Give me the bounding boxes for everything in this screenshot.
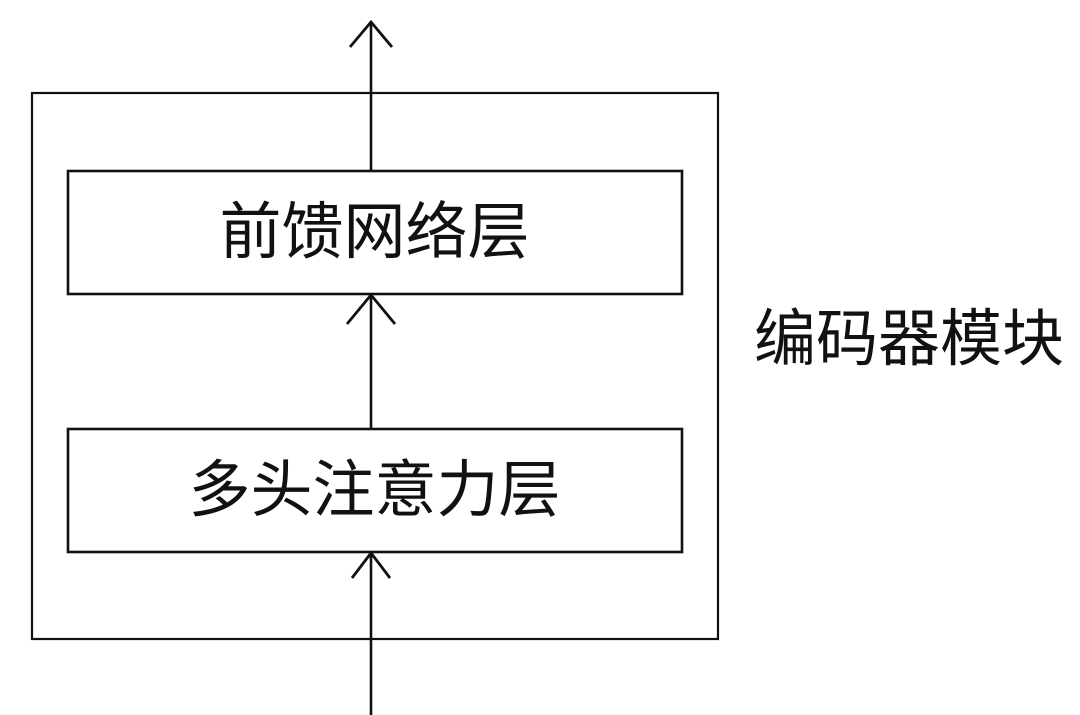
encoder-module-container-rect bbox=[30, 91, 720, 641]
output-arrow bbox=[348, 19, 394, 170]
attention-to-ffn-arrow-head-icon bbox=[345, 292, 397, 325]
output-arrow-head-icon bbox=[348, 19, 394, 48]
multi-head-attention-layer-rect[interactable] bbox=[66, 427, 684, 554]
encoder-module-label: 编码器模块 bbox=[754, 302, 1065, 375]
feed-forward-layer-label: 前馈网络层 bbox=[219, 195, 530, 268]
attention-to-ffn-arrow bbox=[345, 292, 397, 428]
input-arrow-head-icon bbox=[350, 550, 392, 579]
input-arrow bbox=[350, 550, 392, 715]
multi-head-attention-layer-label: 多头注意力层 bbox=[188, 453, 561, 526]
feed-forward-layer-rect[interactable] bbox=[66, 169, 684, 296]
